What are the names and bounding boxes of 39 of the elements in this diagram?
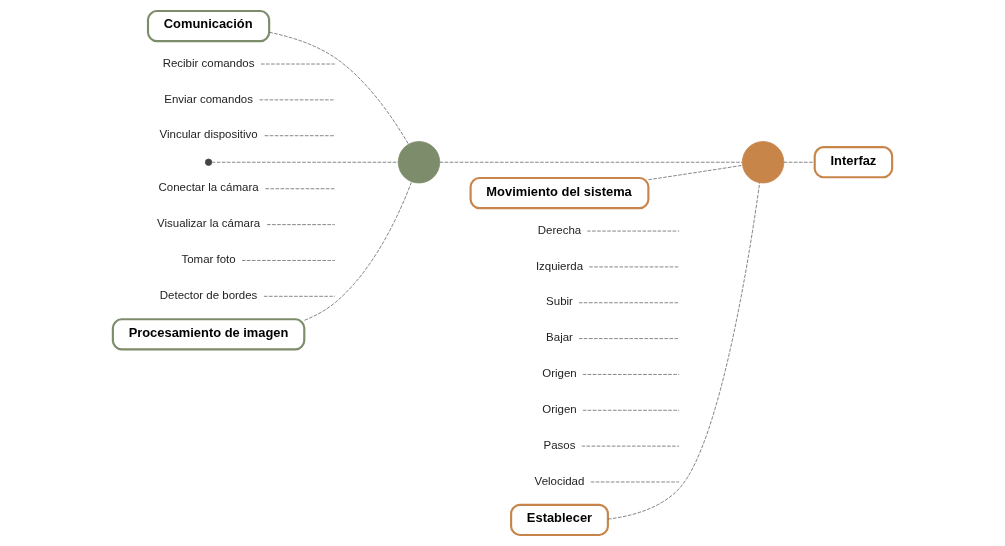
node-text: Detector de bordes <box>159 289 258 302</box>
connector <box>211 161 399 163</box>
node-circle <box>397 141 441 184</box>
node-text: Velocidad <box>534 474 585 487</box>
node-text: Bajar <box>546 331 573 344</box>
connector <box>264 135 336 137</box>
node-box: Interfaz <box>813 146 894 179</box>
connector <box>607 182 760 520</box>
node-text: Visualizar la cámara <box>157 217 261 230</box>
node-text: Derecha <box>537 223 582 236</box>
connector <box>269 31 409 145</box>
node-text: Origen <box>542 403 577 416</box>
node-text: Subir <box>546 295 573 308</box>
connector <box>578 302 680 304</box>
connector <box>783 161 815 163</box>
node-box: Movimiento del sistema <box>469 176 650 210</box>
connector <box>304 181 412 321</box>
connector <box>582 409 680 411</box>
connector <box>266 224 336 225</box>
node-text: Origen <box>542 367 577 380</box>
node-circle <box>741 141 785 184</box>
node-box: Procesamiento de imagen <box>111 318 306 351</box>
connector <box>578 338 680 339</box>
node-text: Izquierda <box>535 259 584 272</box>
connector <box>582 374 680 375</box>
node-text: Enviar comandos <box>164 92 253 105</box>
node-text: Tomar foto <box>181 253 236 266</box>
node-box: Comunicación <box>146 9 271 43</box>
connector <box>265 188 336 190</box>
node-text: Pasos <box>543 438 576 451</box>
connector <box>648 165 743 181</box>
node-circle <box>205 158 213 166</box>
node-text: Vincular dispositivo <box>159 128 258 141</box>
node-text: Conectar la cámara <box>158 181 259 194</box>
node-text: Recibir comandos <box>162 56 255 69</box>
connector <box>263 295 336 297</box>
node-box: Establecer <box>510 503 609 537</box>
connector <box>439 161 743 163</box>
connector <box>241 260 336 261</box>
